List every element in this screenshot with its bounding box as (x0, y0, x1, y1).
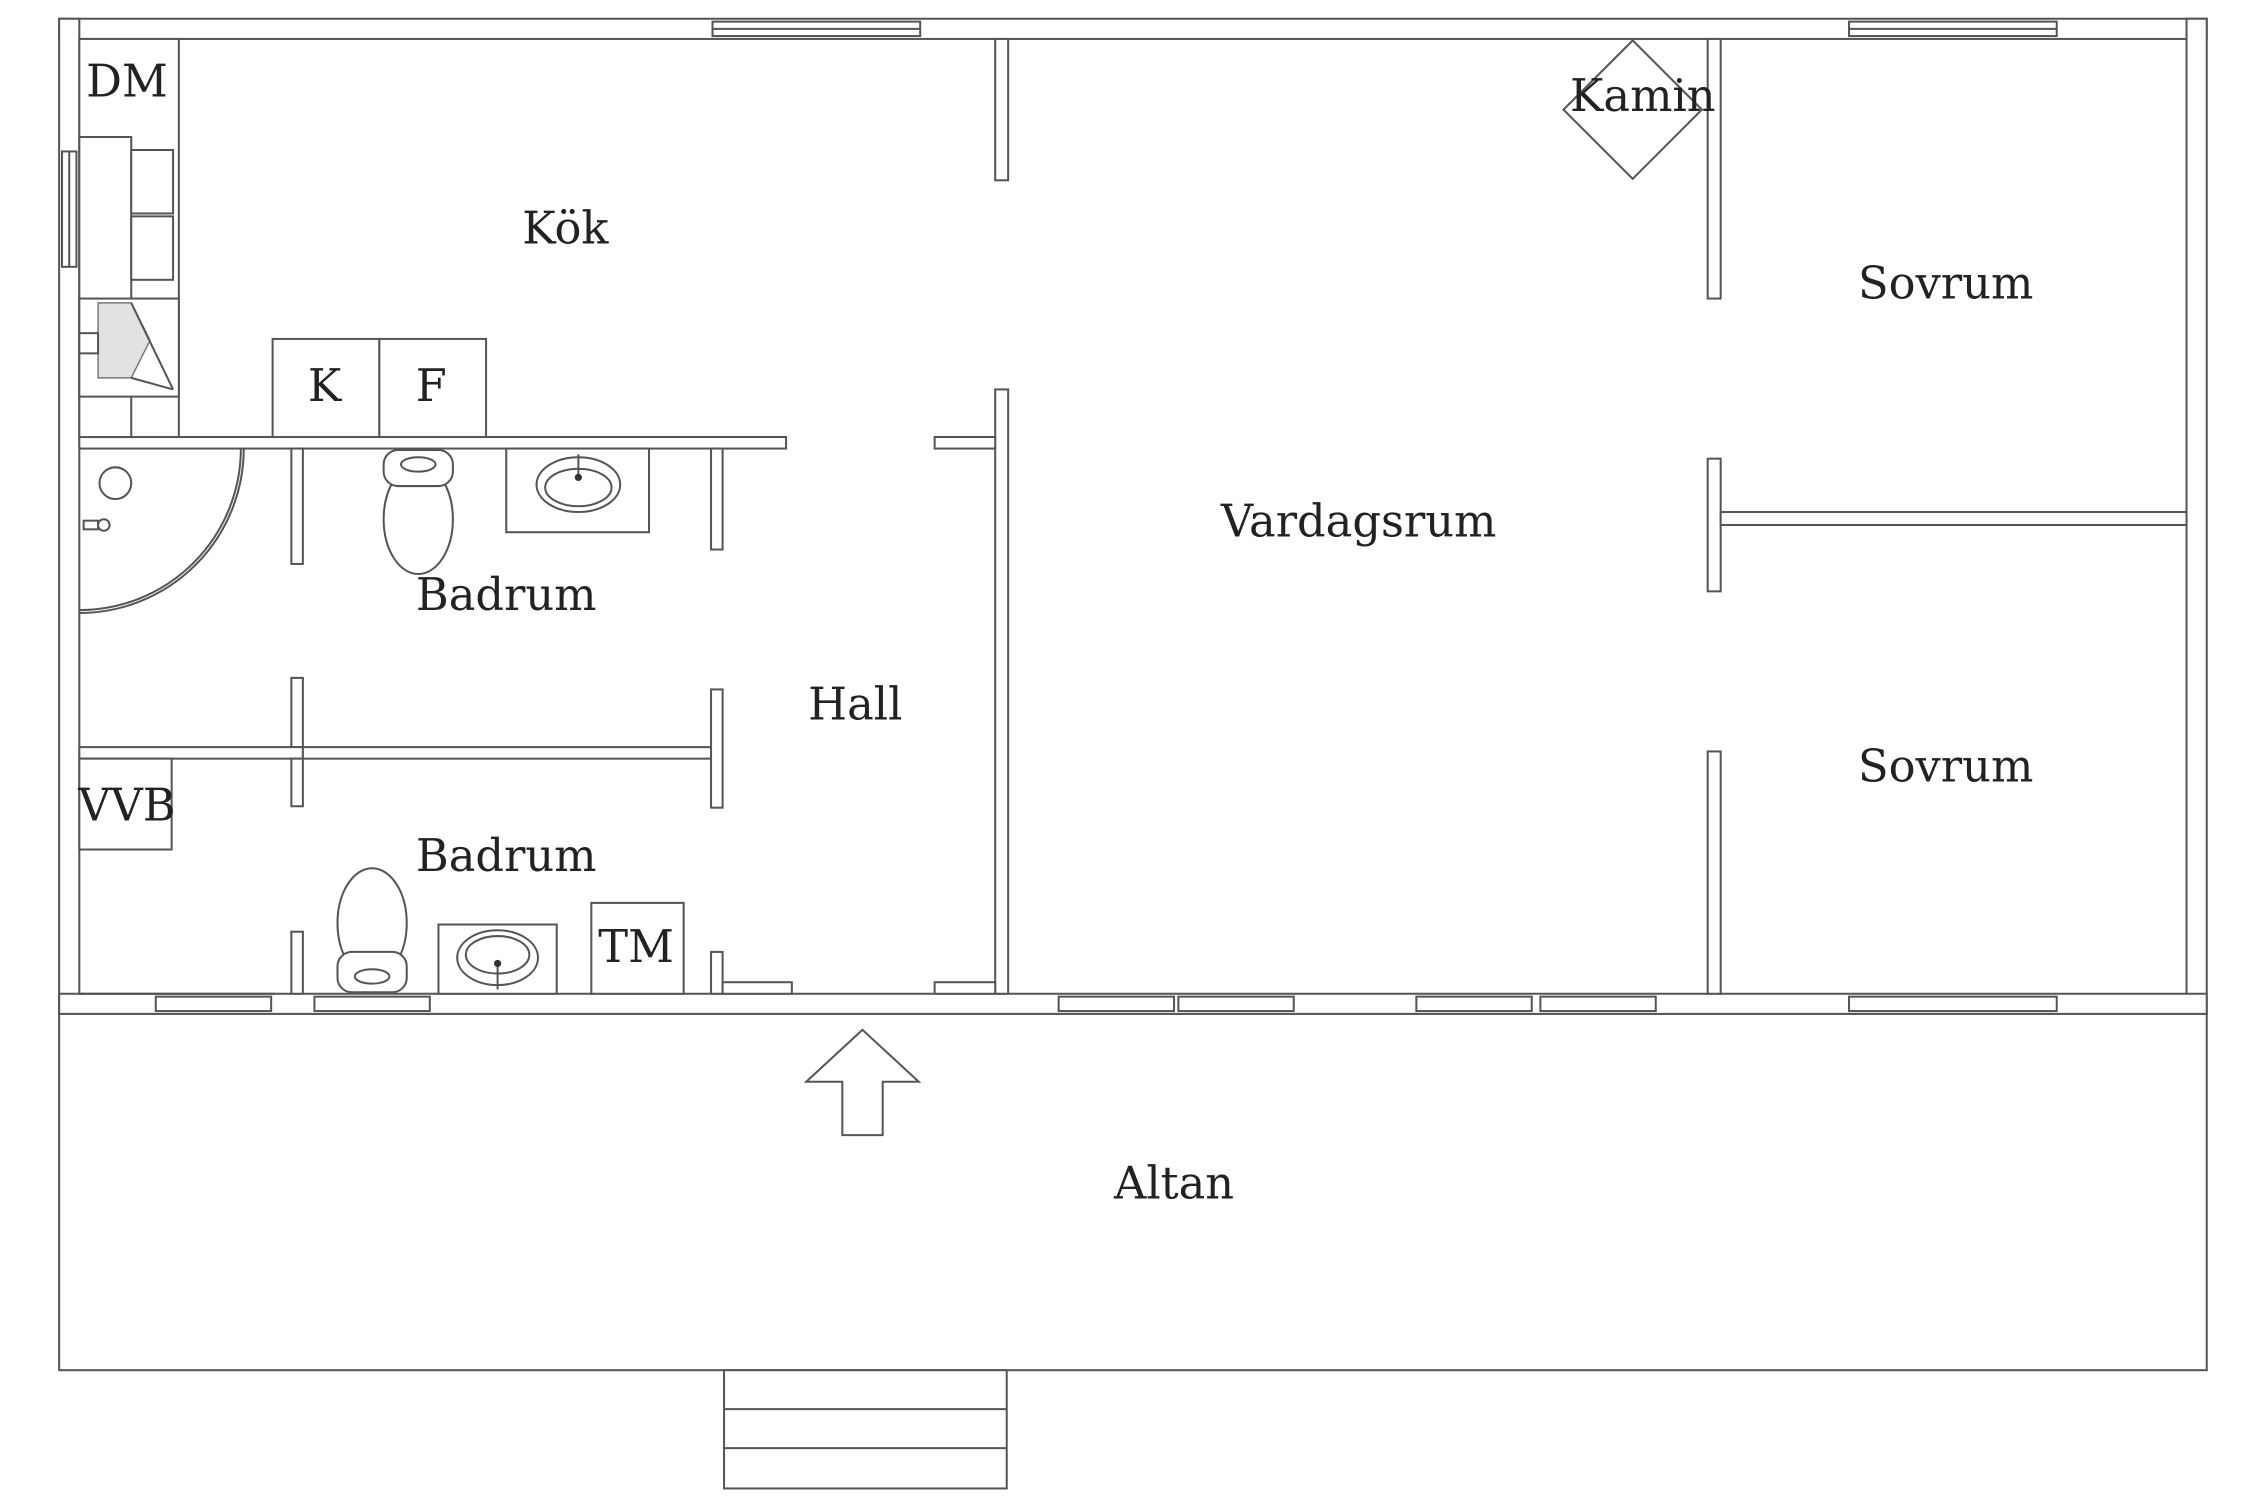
label-altan: Altan (1113, 1157, 1234, 1210)
interior-walls (78, 37, 2188, 995)
shower-drain-icon (98, 466, 133, 501)
label-sovrum-2: Sovrum (1858, 740, 2033, 793)
label-dm: DM (86, 55, 168, 108)
label-vvb: VVB (77, 779, 175, 832)
terrace (58, 1012, 2208, 1490)
sink-basin-icon (130, 148, 175, 215)
label-badrum-1: Badrum (416, 568, 597, 621)
labels: DM Kök K F Kamin Sovrum Vardagsrum Badru… (77, 55, 2033, 1210)
label-f: F (416, 359, 447, 412)
sink-basin-icon (130, 215, 175, 281)
shower-curve (79, 448, 245, 614)
kitchen-fixtures (78, 37, 488, 439)
freezer-box (378, 337, 488, 439)
label-badrum-2: Badrum (416, 829, 597, 882)
bathroom-2-fixtures (78, 757, 685, 995)
label-vardagsrum: Vardagsrum (1220, 495, 1497, 548)
label-tm: TM (598, 920, 674, 973)
label-kamin: Kamin (1570, 69, 1716, 122)
label-sovrum-1: Sovrum (1858, 257, 2033, 310)
label-kok: Kök (522, 202, 609, 255)
entrance-arrow-icon (803, 1028, 922, 1137)
windows (61, 20, 2058, 1013)
outer-walls (58, 17, 2208, 1015)
label-k: K (308, 359, 343, 412)
steps (723, 1369, 1008, 1490)
fireplace-icon (1562, 38, 1704, 181)
label-hall: Hall (808, 678, 902, 731)
water-heater-box (78, 757, 173, 851)
bathroom-1-fixtures (79, 447, 651, 614)
washing-machine-box (590, 901, 685, 995)
